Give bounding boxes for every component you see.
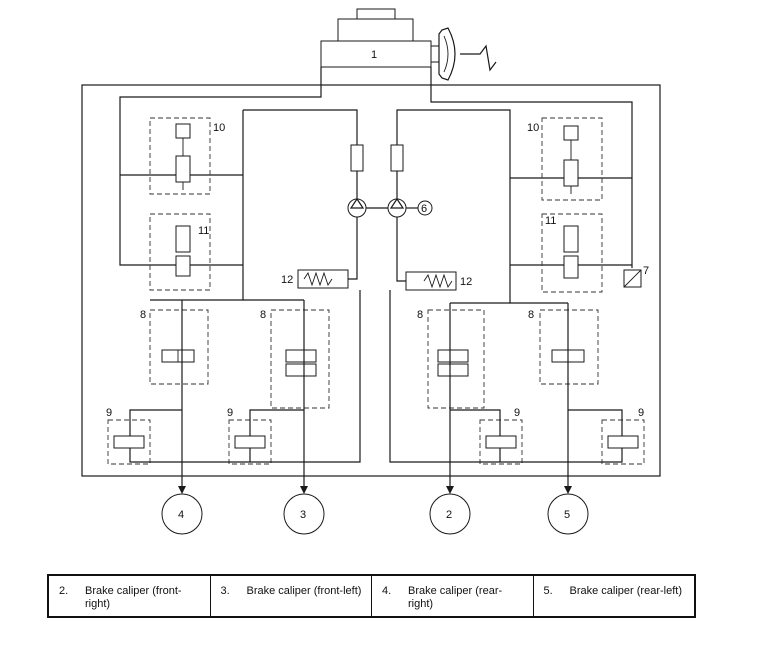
label-inlet-valve-1: 8 <box>140 309 146 321</box>
inlet-valve-1: 8 <box>140 309 209 385</box>
master-cylinder: 1 <box>320 8 497 81</box>
legend-text: Brake caliper (front-left) <box>246 585 362 597</box>
legend-number: 5. <box>543 585 553 597</box>
caliper-front-left: 3 <box>283 493 325 535</box>
outlet-valve-2: 9 <box>227 407 272 465</box>
outlet-valve-1: 9 <box>106 407 151 465</box>
label-outlet-valve-4: 9 <box>638 407 644 419</box>
legend-cell: 3. Brake caliper (front-left) <box>211 576 372 616</box>
pump: 6 <box>347 144 433 270</box>
inlet-valve-3: 8 <box>417 309 485 409</box>
label-caliper-rear-right: 4 <box>178 509 184 521</box>
label-caliper-front-right: 2 <box>446 509 452 521</box>
caliper-rear-right: 4 <box>161 493 203 535</box>
legend-cell: 2. Brake caliper (front-right) <box>49 576 211 616</box>
label-inlet-valve-3: 8 <box>417 309 423 321</box>
label-high-pressure-valve-right: 11 <box>545 215 556 227</box>
caliper-rear-left: 5 <box>547 493 589 535</box>
accumulator-right: 12 <box>396 270 472 291</box>
legend-text: Brake caliper (rear-left) <box>569 585 682 597</box>
high-pressure-valve-left: 11 <box>149 213 211 291</box>
label-master-cylinder: 1 <box>371 49 377 61</box>
legend-text: Brake caliper (rear-right) <box>408 585 503 610</box>
high-pressure-valve-right: 11 <box>541 213 603 293</box>
legend-cell: 5. Brake caliper (rear-left) <box>534 576 695 616</box>
label-pump: 6 <box>421 203 427 215</box>
label-accumulator-left: 12 <box>281 274 293 286</box>
legend-number: 3. <box>220 585 230 597</box>
legend-cell: 4. Brake caliper (rear-right) <box>372 576 534 616</box>
outlet-valve-3: 9 <box>479 407 523 465</box>
label-switch-valve-right: 10 <box>527 122 539 134</box>
legend-number: 4. <box>382 585 392 597</box>
inlet-valve-2: 8 <box>260 309 330 409</box>
switch-valve-right: 10 <box>527 117 603 201</box>
hydraulic-unit-housing <box>81 84 661 477</box>
switch-valve-left: 10 <box>149 117 225 195</box>
label-sensor: 7 <box>643 265 649 277</box>
accumulator-left: 12 <box>281 269 358 289</box>
label-high-pressure-valve-left: 11 <box>198 225 209 237</box>
label-caliper-front-left: 3 <box>300 509 306 521</box>
label-outlet-valve-3: 9 <box>514 407 520 419</box>
outlet-valve-4: 9 <box>601 407 645 465</box>
hydraulic-schematic: 1 6 12 12 7 <box>81 8 661 535</box>
circuit-line-right <box>430 67 633 268</box>
pressure-sensor: 7 <box>623 265 649 288</box>
legend-text: Brake caliper (front-right) <box>85 585 182 610</box>
label-caliper-rear-left: 5 <box>564 509 570 521</box>
legend-number: 2. <box>59 585 69 597</box>
circuit-line-left <box>119 67 322 266</box>
label-switch-valve-left: 10 <box>213 122 225 134</box>
inlet-valve-4: 8 <box>528 309 599 385</box>
label-accumulator-right: 12 <box>460 276 472 288</box>
label-inlet-valve-2: 8 <box>260 309 266 321</box>
caliper-front-right: 2 <box>429 493 471 535</box>
label-inlet-valve-4: 8 <box>528 309 534 321</box>
label-outlet-valve-1: 9 <box>106 407 112 419</box>
label-outlet-valve-2: 9 <box>227 407 233 419</box>
caliper-legend-table: 2. Brake caliper (front-right) 3. Brake … <box>47 574 696 618</box>
